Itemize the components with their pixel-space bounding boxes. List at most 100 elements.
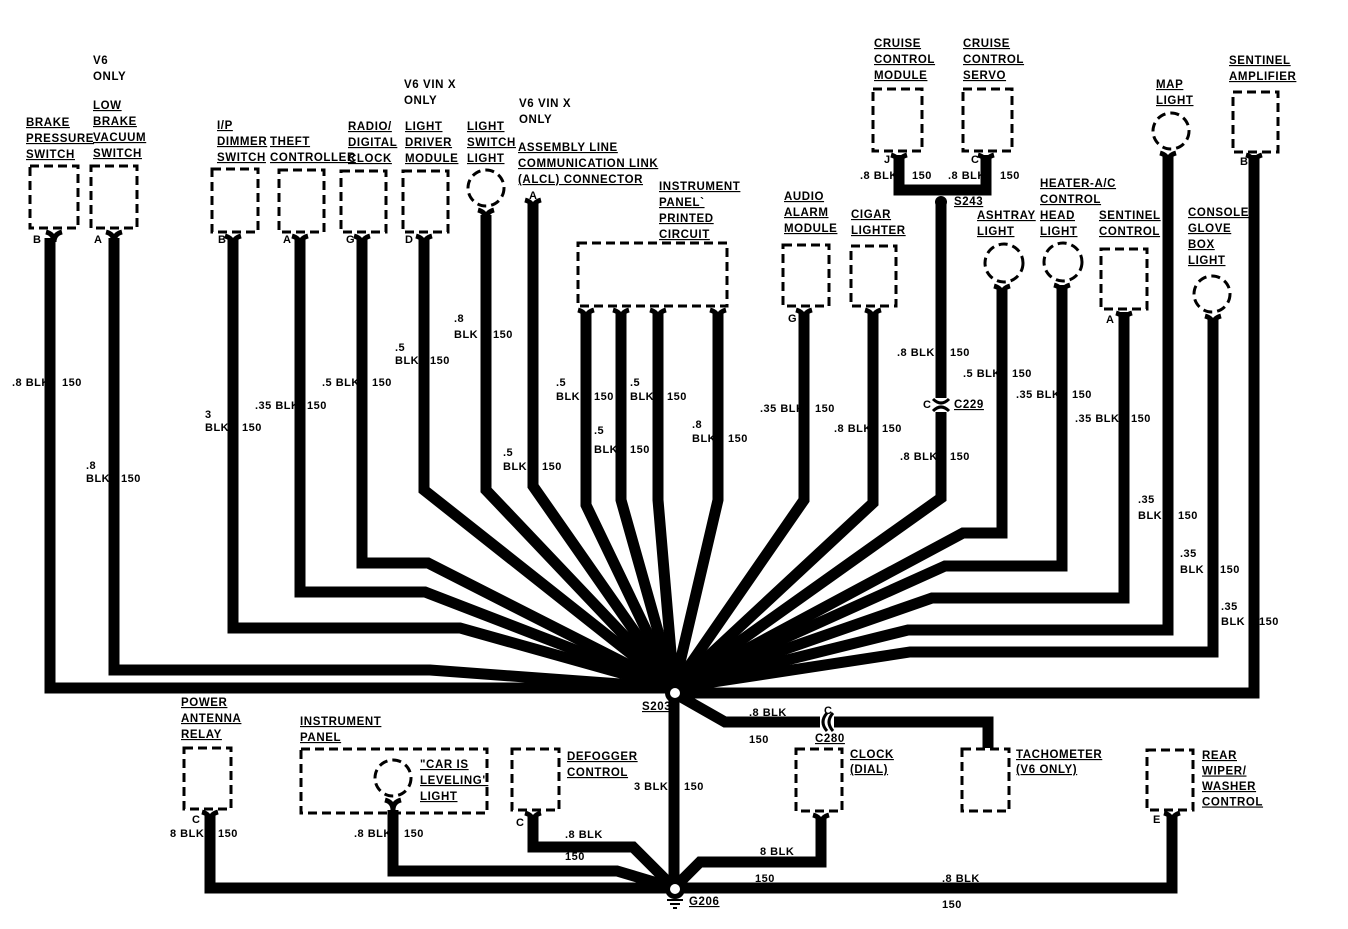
- brake-pressure-switch-label-line: SWITCH: [26, 149, 75, 161]
- map-light-wire-label: .35: [1138, 494, 1155, 506]
- brake-pressure-switch-pin: B: [33, 234, 41, 246]
- c229-pin: C: [923, 399, 931, 411]
- clock-dial-box[interactable]: [794, 747, 844, 813]
- console-glove-box-light-circle[interactable]: [1192, 274, 1232, 314]
- cruise-control-module-label-line: CRUISE: [874, 38, 921, 50]
- cruise-control-servo-terminal-icon: [977, 152, 995, 166]
- brake-pressure-switch-wire-label: 150: [62, 377, 82, 389]
- power-antenna-relay-box[interactable]: [182, 746, 233, 811]
- car-is-leveling-light-circle[interactable]: [373, 758, 413, 798]
- brake-pressure-switch-box[interactable]: [28, 164, 80, 230]
- v6-only-note-label-line: V6: [93, 55, 108, 67]
- instrument-panel-box[interactable]: [299, 747, 489, 815]
- ashtray-light-circle[interactable]: [983, 242, 1025, 284]
- rear-wiper-washer-control-label-line: WASHER: [1202, 781, 1256, 793]
- wire-heater-ac-light: [671, 285, 1068, 694]
- light-switch-light-wire-label: 150: [493, 329, 513, 341]
- radio-digital-clock-label-line: RADIO/: [348, 121, 392, 133]
- audio-alarm-module-wire-label: 150: [815, 403, 835, 415]
- sentinel-control-terminal-icon: [1115, 310, 1133, 324]
- ashtray-light-label-line: ASHTRAY: [977, 210, 1036, 222]
- cigar-lighter-box[interactable]: [849, 244, 898, 308]
- rear-wiper-washer-terminal-icon: [1163, 810, 1181, 824]
- c229-connector[interactable]: [931, 397, 951, 413]
- car-is-leveling-light-label-line: LEVELING": [420, 775, 488, 787]
- radio-digital-clock-wire-label: .5 BLK: [322, 377, 360, 389]
- brake-pressure-switch-label-line: PRESSURE: [26, 133, 94, 145]
- sentinel-control-wire-label: 150: [1131, 413, 1151, 425]
- heater-ac-control-head-light-circle[interactable]: [1042, 241, 1084, 283]
- low-brake-vacuum-switch-label-line: SWITCH: [93, 148, 142, 160]
- alcl-connector-wire-label: BLK: [503, 461, 527, 473]
- rear-wiper-washer-control-label-line: CONTROL: [1202, 797, 1263, 809]
- defogger-control-box[interactable]: [510, 747, 561, 812]
- heater-ac-control-head-light-label-line: HEAD: [1040, 210, 1075, 222]
- light-switch-light-circle[interactable]: [466, 168, 506, 208]
- c280-connector[interactable]: [820, 712, 835, 732]
- tachometer-box[interactable]: [960, 747, 1011, 813]
- ip-printed-circuit-3-wire-label: BLK: [630, 391, 654, 403]
- g206-ground-icon[interactable]: [665, 879, 685, 909]
- cruise-control-servo-box[interactable]: [961, 87, 1014, 153]
- defogger-control-label-line: CONTROL: [567, 767, 628, 779]
- light-driver-module-box[interactable]: [401, 169, 450, 234]
- alcl-connector-label-line: COMMUNICATION LINK: [518, 158, 658, 170]
- terminals: [45, 150, 1263, 826]
- defogger-control-wire-label: .8 BLK: [565, 829, 603, 841]
- wire-console-glove-box-light: [673, 318, 1219, 694]
- low-brake-vacuum-switch-label-line: LOW: [93, 100, 122, 112]
- wire-car-is-leveling-light: [387, 810, 676, 894]
- light-driver-module-pin: D: [405, 234, 413, 246]
- light-driver-module-wire-label: .5: [395, 342, 405, 354]
- defogger-control-pin: C: [516, 817, 524, 829]
- radio-digital-clock-box[interactable]: [339, 169, 388, 234]
- map-light-circle[interactable]: [1151, 111, 1191, 151]
- light-driver-module-wire-label: BLK: [395, 355, 419, 367]
- wire-map-light: [672, 155, 1174, 694]
- audio-alarm-module-box[interactable]: [781, 243, 831, 308]
- wire-ipc-1: [580, 312, 679, 691]
- v6-vin-x-note-label-line: V6 VIN X: [404, 79, 456, 91]
- ip-printed-circuit-3-wire-label: 150: [667, 391, 687, 403]
- wire-s203-to-tachometer: [671, 688, 994, 748]
- ip-printed-circuit-box[interactable]: [576, 241, 729, 308]
- cruise-control-servo-label-line: CONTROL: [963, 54, 1024, 66]
- rear-wiper-washer-control-box[interactable]: [1145, 748, 1195, 812]
- ip-dimmer-switch-label-line: SWITCH: [217, 152, 266, 164]
- cruise-control-module-box[interactable]: [871, 87, 924, 153]
- ip-dimmer-switch-terminal-icon: [224, 233, 242, 247]
- cruise-control-servo-label-line: SERVO: [963, 70, 1006, 82]
- c280-label: C280: [815, 733, 845, 745]
- low-brake-vacuum-switch-wire-label: .8: [86, 460, 96, 472]
- light-switch-light-wire-label: BLK: [454, 329, 478, 341]
- sentinel-amplifier-box[interactable]: [1231, 90, 1280, 154]
- defogger-control-wire-label: 150: [565, 851, 585, 863]
- wire-ipc-3: [652, 312, 680, 689]
- s243-splice[interactable]: [935, 196, 947, 208]
- alcl-connector-wire-label: .5: [503, 447, 513, 459]
- s203-to-g206-wire-label: 150: [684, 781, 704, 793]
- s243-label: S243: [954, 196, 983, 208]
- ip-dimmer-switch-box[interactable]: [210, 167, 260, 234]
- power-antenna-relay-label-line: RELAY: [181, 729, 222, 741]
- sentinel-amplifier-wire-label: 150: [1259, 616, 1279, 628]
- wire-s243-to-s203: [670, 203, 947, 693]
- cruise-control-servo-wire-label: .8 BLK: [948, 170, 986, 182]
- sentinel-amplifier-pin: B: [1240, 156, 1248, 168]
- wire-alcl-connector: [527, 203, 679, 692]
- low-brake-vacuum-switch-box[interactable]: [89, 164, 139, 230]
- ip-printed-circuit-4-wire-label: BLK: [692, 433, 716, 445]
- alcl-connector-wire-label: 150: [542, 461, 562, 473]
- sentinel-control-box[interactable]: [1099, 247, 1149, 311]
- v6-only-note-label-line: ONLY: [93, 71, 126, 83]
- ip-dimmer-switch-label-line: I/P: [217, 120, 233, 132]
- cigar-lighter-label-line: LIGHTER: [851, 225, 906, 237]
- theft-controller-pin: A: [283, 234, 291, 246]
- ashtray-light-wire-label: 150: [1012, 368, 1032, 380]
- defogger-control-terminal-icon: [524, 810, 542, 824]
- light-driver-module-terminal-icon: [415, 233, 433, 247]
- cruise-control-servo-label-line: CRUISE: [963, 38, 1010, 50]
- ip-dimmer-switch-wire-label: BLK: [205, 422, 229, 434]
- instrument-panel-label-line: INSTRUMENT: [300, 716, 381, 728]
- theft-controller-box[interactable]: [277, 168, 326, 234]
